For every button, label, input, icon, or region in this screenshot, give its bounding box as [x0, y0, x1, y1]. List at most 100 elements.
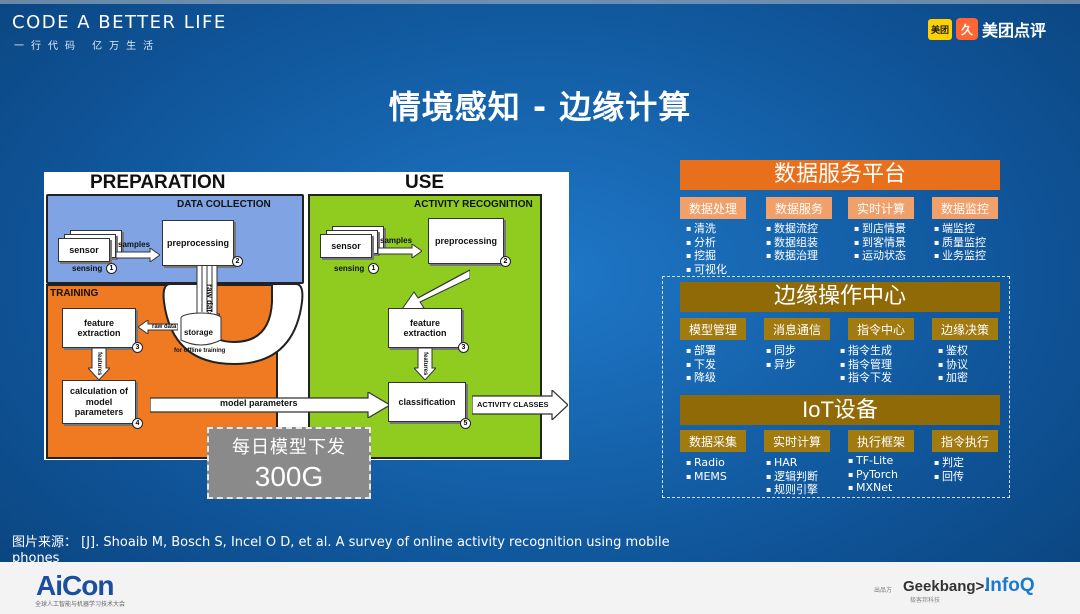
- cat-data-collection: 数据采集: [680, 430, 746, 452]
- list-model-management: 部署 下发 降级: [686, 344, 716, 385]
- step-1-2-marker: 2: [232, 256, 243, 267]
- activity-recognition-diagram: PREPARATION USE DATA COLLECTION TRAINING…: [44, 172, 569, 460]
- cat-data-processing: 数据处理: [680, 197, 746, 219]
- raw-data-diagonal-arrow: [400, 269, 470, 312]
- list-realtime-computing-iot: HAR 逻辑判断 规则引擎: [766, 456, 818, 497]
- aicon-logo: AiCon: [36, 570, 114, 601]
- meituan-badge: 美团: [928, 18, 953, 40]
- cat-edge-decision: 边缘决策: [932, 318, 998, 340]
- aicon-subtitle: 全球人工智能与机器学习技术大会: [35, 601, 126, 608]
- list-item: 协议: [938, 358, 968, 372]
- list-item: 部署: [686, 344, 716, 358]
- list-item: 异步: [766, 358, 796, 372]
- list-command-execution: 判定 回传: [934, 456, 964, 483]
- cat-model-management: 模型管理: [680, 318, 746, 340]
- list-item: HAR: [766, 456, 818, 470]
- iot-device-band: IoT设备: [680, 395, 1000, 425]
- list-item: 清洗: [686, 222, 727, 236]
- samples-arrow-right: [378, 244, 422, 258]
- preprocessing-box-left: preprocessing: [162, 220, 234, 266]
- geekbang-logo: Geekbang>.: [903, 578, 989, 595]
- download-size: 300G: [254, 461, 324, 492]
- list-item: 挖掘: [686, 249, 727, 263]
- step-1-marker-right: 1: [368, 263, 379, 274]
- cat-realtime-computing-iot: 实时计算: [764, 430, 830, 452]
- cat-realtime-computing: 实时计算: [848, 197, 914, 219]
- list-item: 质量监控: [934, 236, 986, 250]
- cat-execution-framework: 执行框架: [848, 430, 914, 452]
- list-item: 到客情景: [854, 236, 906, 250]
- meituan-logo: 美团 久 美团点评: [928, 17, 1046, 41]
- footer-bar: [0, 562, 1080, 614]
- list-item: 逻辑判断: [766, 470, 818, 484]
- list-item: 判定: [934, 456, 964, 470]
- list-realtime-computing: 到店情景 到客情景 运动状态: [854, 222, 906, 263]
- calculation-box: calculation of model parameters: [62, 380, 136, 424]
- infoq-logo: InfoQ: [985, 575, 1035, 596]
- classification-box: classification: [388, 382, 466, 422]
- list-item: 端监控: [934, 222, 986, 236]
- producer-label: 出品方: [874, 587, 893, 594]
- logo-text: 美团点评: [982, 21, 1047, 40]
- brand-title: CODE A BETTER LIFE: [12, 12, 227, 33]
- sensing-label-left: sensing: [72, 264, 103, 273]
- feature-extraction-box-right: feature extraction: [388, 308, 462, 348]
- list-item: 加密: [938, 371, 968, 385]
- list-item: 规则引擎: [766, 483, 818, 497]
- list-item: 指令生成: [840, 344, 892, 358]
- preprocessing-box-right: preprocessing: [428, 218, 504, 264]
- model-parameters-label: model parameters: [220, 398, 298, 408]
- step-3-marker-left: 3: [132, 342, 143, 353]
- list-edge-decision: 鉴权 协议 加密: [938, 344, 968, 385]
- data-collection-label: DATA COLLECTION: [177, 199, 271, 210]
- features-arrow-left: [88, 348, 110, 380]
- use-heading: USE: [405, 172, 445, 193]
- activity-classes-label: ACTIVITY CLASSES: [477, 400, 549, 409]
- list-item: 降级: [686, 371, 716, 385]
- list-item: 数据组装: [766, 236, 818, 250]
- step-5-marker: 5: [460, 418, 471, 429]
- edge-iot-dashed-frame: [662, 276, 1010, 498]
- list-data-collection: Radio MEMS: [686, 456, 727, 483]
- step-4-marker: 4: [132, 418, 143, 429]
- page-title: 情境感知 - 边缘计算: [388, 88, 692, 126]
- storage-label: storage: [184, 328, 213, 337]
- sensing-label-right: sensing: [334, 264, 365, 273]
- samples-arrow: [116, 248, 160, 262]
- sensor-box-right: sensor: [320, 234, 372, 258]
- list-item: 指令管理: [840, 358, 892, 372]
- raw-data-label-2: raw data: [152, 324, 177, 330]
- list-item: 指令下发: [840, 371, 892, 385]
- sensor-box: sensor: [58, 238, 110, 262]
- geekbang-subtitle: 极客邦科技: [910, 597, 941, 604]
- list-item: 同步: [766, 344, 796, 358]
- list-data-monitoring: 端监控 质量监控 业务监控: [934, 222, 986, 263]
- list-item: Radio: [686, 456, 727, 470]
- cat-data-service: 数据服务: [766, 197, 832, 219]
- model-parameters-arrow: [150, 392, 390, 418]
- step-2-marker-right: 2: [500, 256, 511, 267]
- dianping-icon: 久: [956, 18, 979, 40]
- brand-subtitle: 一行代码 亿万生活: [14, 41, 161, 52]
- data-service-platform-band: 数据服务平台: [680, 160, 1000, 190]
- list-item: PyTorch: [848, 468, 898, 482]
- step-3-marker-right: 3: [458, 342, 469, 353]
- list-item: 下发: [686, 358, 716, 372]
- list-item: 到店情景: [854, 222, 906, 236]
- step-1-marker: 1: [106, 263, 117, 274]
- daily-model-download-box: 每日模型下发 300G: [207, 427, 371, 499]
- list-item: 数据治理: [766, 249, 818, 263]
- list-execution-framework: TF-Lite PyTorch MXNet: [848, 454, 898, 495]
- list-item: MEMS: [686, 470, 727, 484]
- cat-messaging: 消息通信: [764, 318, 830, 340]
- features-label-right: features: [422, 352, 428, 376]
- list-item: 业务监控: [934, 249, 986, 263]
- preparation-heading: PREPARATION: [90, 172, 226, 193]
- list-command-center: 指令生成 指令管理 指令下发: [840, 344, 892, 385]
- activity-classes-arrow: [472, 390, 568, 420]
- list-item: 可视化: [686, 263, 727, 277]
- list-item: 回传: [934, 470, 964, 484]
- list-item: TF-Lite: [848, 454, 898, 468]
- storage-to-feature-arrow: [138, 320, 178, 334]
- list-item: 鉴权: [938, 344, 968, 358]
